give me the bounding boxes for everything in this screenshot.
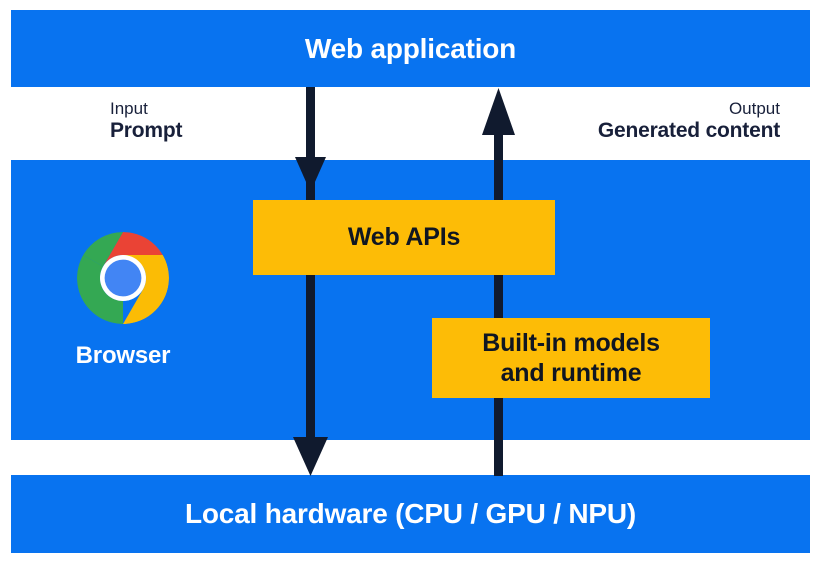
local-hardware-band: Local hardware (CPU / GPU / NPU) [11,475,810,553]
input-kind-label: Input [110,99,148,118]
web-application-label: Web application [304,32,517,64]
chrome-logo-icon [77,232,169,324]
builtin-models-line-1: Built-in models [482,328,660,357]
browser-group: Browser [56,232,190,370]
local-hardware-label: Local hardware (CPU / GPU / NPU) [184,498,637,529]
output-label-group: Output Generated content [598,99,780,143]
output-kind-label: Output [728,99,780,118]
input-label-group: Input Prompt [110,99,183,143]
web-apis-box[interactable]: Web APIs [253,200,555,275]
builtin-models-line-2: and runtime [500,359,642,387]
builtin-models-label: Built-in models and runtime [482,328,660,389]
input-value-label: Prompt [110,118,183,142]
web-apis-label: Web APIs [347,223,461,252]
output-value-label: Generated content [597,118,780,142]
web-application-band: Web application [11,10,810,87]
browser-label: Browser [75,342,171,369]
builtin-models-box[interactable]: Built-in models and runtime [432,318,710,398]
